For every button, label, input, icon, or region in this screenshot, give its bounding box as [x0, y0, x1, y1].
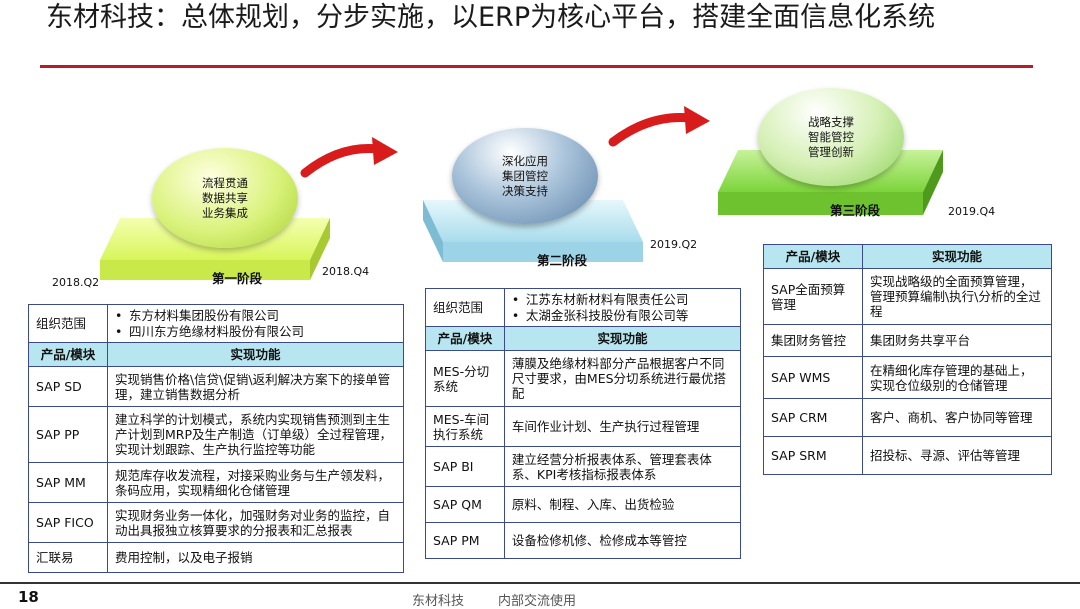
module-cell: SAP WMS [763, 356, 863, 399]
stage1-bubble-line: 数据共享 [202, 190, 248, 205]
module-cell: SAP QM [425, 486, 505, 523]
module-cell: SAP全面预算管理 [763, 268, 863, 325]
column-header-module: 产品/模块 [28, 342, 108, 367]
column-header-module: 产品/模块 [425, 326, 505, 351]
function-cell: 建立科学的计划模式，系统内实现销售预测到主生产计划到MRP及生产制造（订单级）全… [106, 406, 405, 463]
module-cell: SAP CRM [763, 398, 863, 437]
function-cell: 客户、商机、客户协同等管理 [861, 398, 1053, 437]
scope-item: 江苏东材新材料有限责任公司 [512, 292, 733, 308]
stage2-bubble-line: 决策支持 [502, 183, 548, 198]
footer-company: 东材科技 [412, 594, 465, 609]
column-header-function: 实现功能 [861, 244, 1053, 269]
function-cell: 设备检修机修、检修成本等管控 [503, 522, 742, 559]
column-header-function: 实现功能 [106, 342, 405, 367]
stage1-bubble-line: 业务集成 [202, 205, 248, 220]
stage3-bubble: 战略支撑 智能管控 管理创新 [758, 88, 904, 186]
module-cell: 汇联易 [28, 542, 108, 573]
scope-item: 太湖金张科技股份有限公司等 [512, 308, 733, 324]
column-header-module: 产品/模块 [763, 244, 863, 269]
stage3-bubble-line: 战略支撑 [808, 114, 854, 129]
function-cell: 原料、制程、入库、出货检验 [503, 486, 742, 523]
stage2-bubble: 深化应用 集团管控 决策支持 [452, 128, 598, 224]
module-cell: SAP BI [425, 446, 505, 487]
module-cell: SAP SD [28, 366, 108, 407]
scope-list: 江苏东材新材料有限责任公司 太湖金张科技股份有限公司等 [503, 288, 742, 327]
function-cell: 建立经营分析报表体系、管理套表体系、KPI考核指标报表体系 [503, 446, 742, 487]
scope-label: 组织范围 [425, 288, 505, 327]
stage3-label: 第三阶段 [830, 203, 881, 218]
stage2-end-date: 2019.Q2 [650, 238, 698, 251]
function-cell: 集团财务共享平台 [861, 324, 1053, 357]
stage3-bubble-line: 智能管控 [808, 129, 854, 144]
function-cell: 在精细化库存管理的基础上，实现仓位级别的仓储管理 [861, 356, 1053, 399]
function-cell: 实现销售价格\信贷\促销\返利解决方案下的接单管理，建立销售数据分析 [106, 366, 405, 407]
scope-list: 东方材料集团股份有限公司 四川东方绝缘材料股份有限公司 [106, 304, 405, 343]
page-title: 东材科技：总体规划，分步实施，以ERP为核心平台，搭建全面信息化系统 [46, 2, 936, 33]
stage1-start-date: 2018.Q2 [52, 276, 100, 289]
module-cell: SAP PP [28, 406, 108, 463]
module-cell: MES-分切系统 [425, 350, 505, 407]
footer-divider [0, 582, 1080, 584]
scope-label: 组织范围 [28, 304, 108, 343]
page-number: 18 [18, 588, 39, 606]
footer-note: 内部交流使用 [498, 594, 577, 609]
module-cell: SAP FICO [28, 502, 108, 543]
title-divider [40, 65, 1033, 68]
module-cell: 集团财务管控 [763, 324, 863, 357]
module-cell: SAP PM [425, 522, 505, 559]
stage1-bubble-line: 流程贯通 [202, 175, 248, 190]
stage3-bubble-line: 管理创新 [808, 144, 854, 159]
column-header-function: 实现功能 [503, 326, 742, 351]
scope-item: 东方材料集团股份有限公司 [115, 308, 396, 324]
function-cell: 规范库存收发流程，对接采购业务与生产领发料，条码应用，实现精细化仓储管理 [106, 462, 405, 503]
module-cell: SAP MM [28, 462, 108, 503]
function-cell: 实现战略级的全面预算管理，管理预算编制\执行\分析的全过程 [861, 268, 1053, 325]
progress-arrow-icon [608, 106, 710, 147]
stage2-bubble-line: 集团管控 [502, 168, 548, 183]
stage3-table: 产品/模块 实现功能 SAP全面预算管理 实现战略级的全面预算管理，管理预算编制… [763, 244, 1053, 475]
function-cell: 薄膜及绝缘材料部分产品根据客户不同尺寸要求，由MES分切系统进行最优搭配 [503, 350, 742, 407]
function-cell: 车间作业计划、生产执行过程管理 [503, 406, 742, 447]
stage2-bubble-line: 深化应用 [502, 153, 548, 168]
stage2-label: 第二阶段 [537, 253, 588, 268]
stage1-label: 第一阶段 [212, 271, 263, 286]
stage1-end-date: 2018.Q4 [322, 265, 370, 278]
function-cell: 实现财务业务一体化，加强财务对业务的监控，自动出具报独立核算要求的分报表和汇总报… [106, 502, 405, 543]
stage1-bubble: 流程贯通 数据共享 业务集成 [152, 148, 298, 248]
stage2-table: 组织范围 江苏东材新材料有限责任公司 太湖金张科技股份有限公司等 产品/模块 实… [425, 288, 742, 559]
stage1-table: 组织范围 东方材料集团股份有限公司 四川东方绝缘材料股份有限公司 产品/模块 实… [28, 304, 405, 573]
function-cell: 招投标、寻源、评估等管理 [861, 436, 1053, 475]
scope-item: 四川东方绝缘材料股份有限公司 [115, 324, 396, 340]
module-cell: MES-车间执行系统 [425, 406, 505, 447]
module-cell: SAP SRM [763, 436, 863, 475]
progress-arrow-icon [300, 137, 398, 178]
function-cell: 费用控制，以及电子报销 [106, 542, 405, 573]
stage3-end-date: 2019.Q4 [948, 205, 996, 218]
